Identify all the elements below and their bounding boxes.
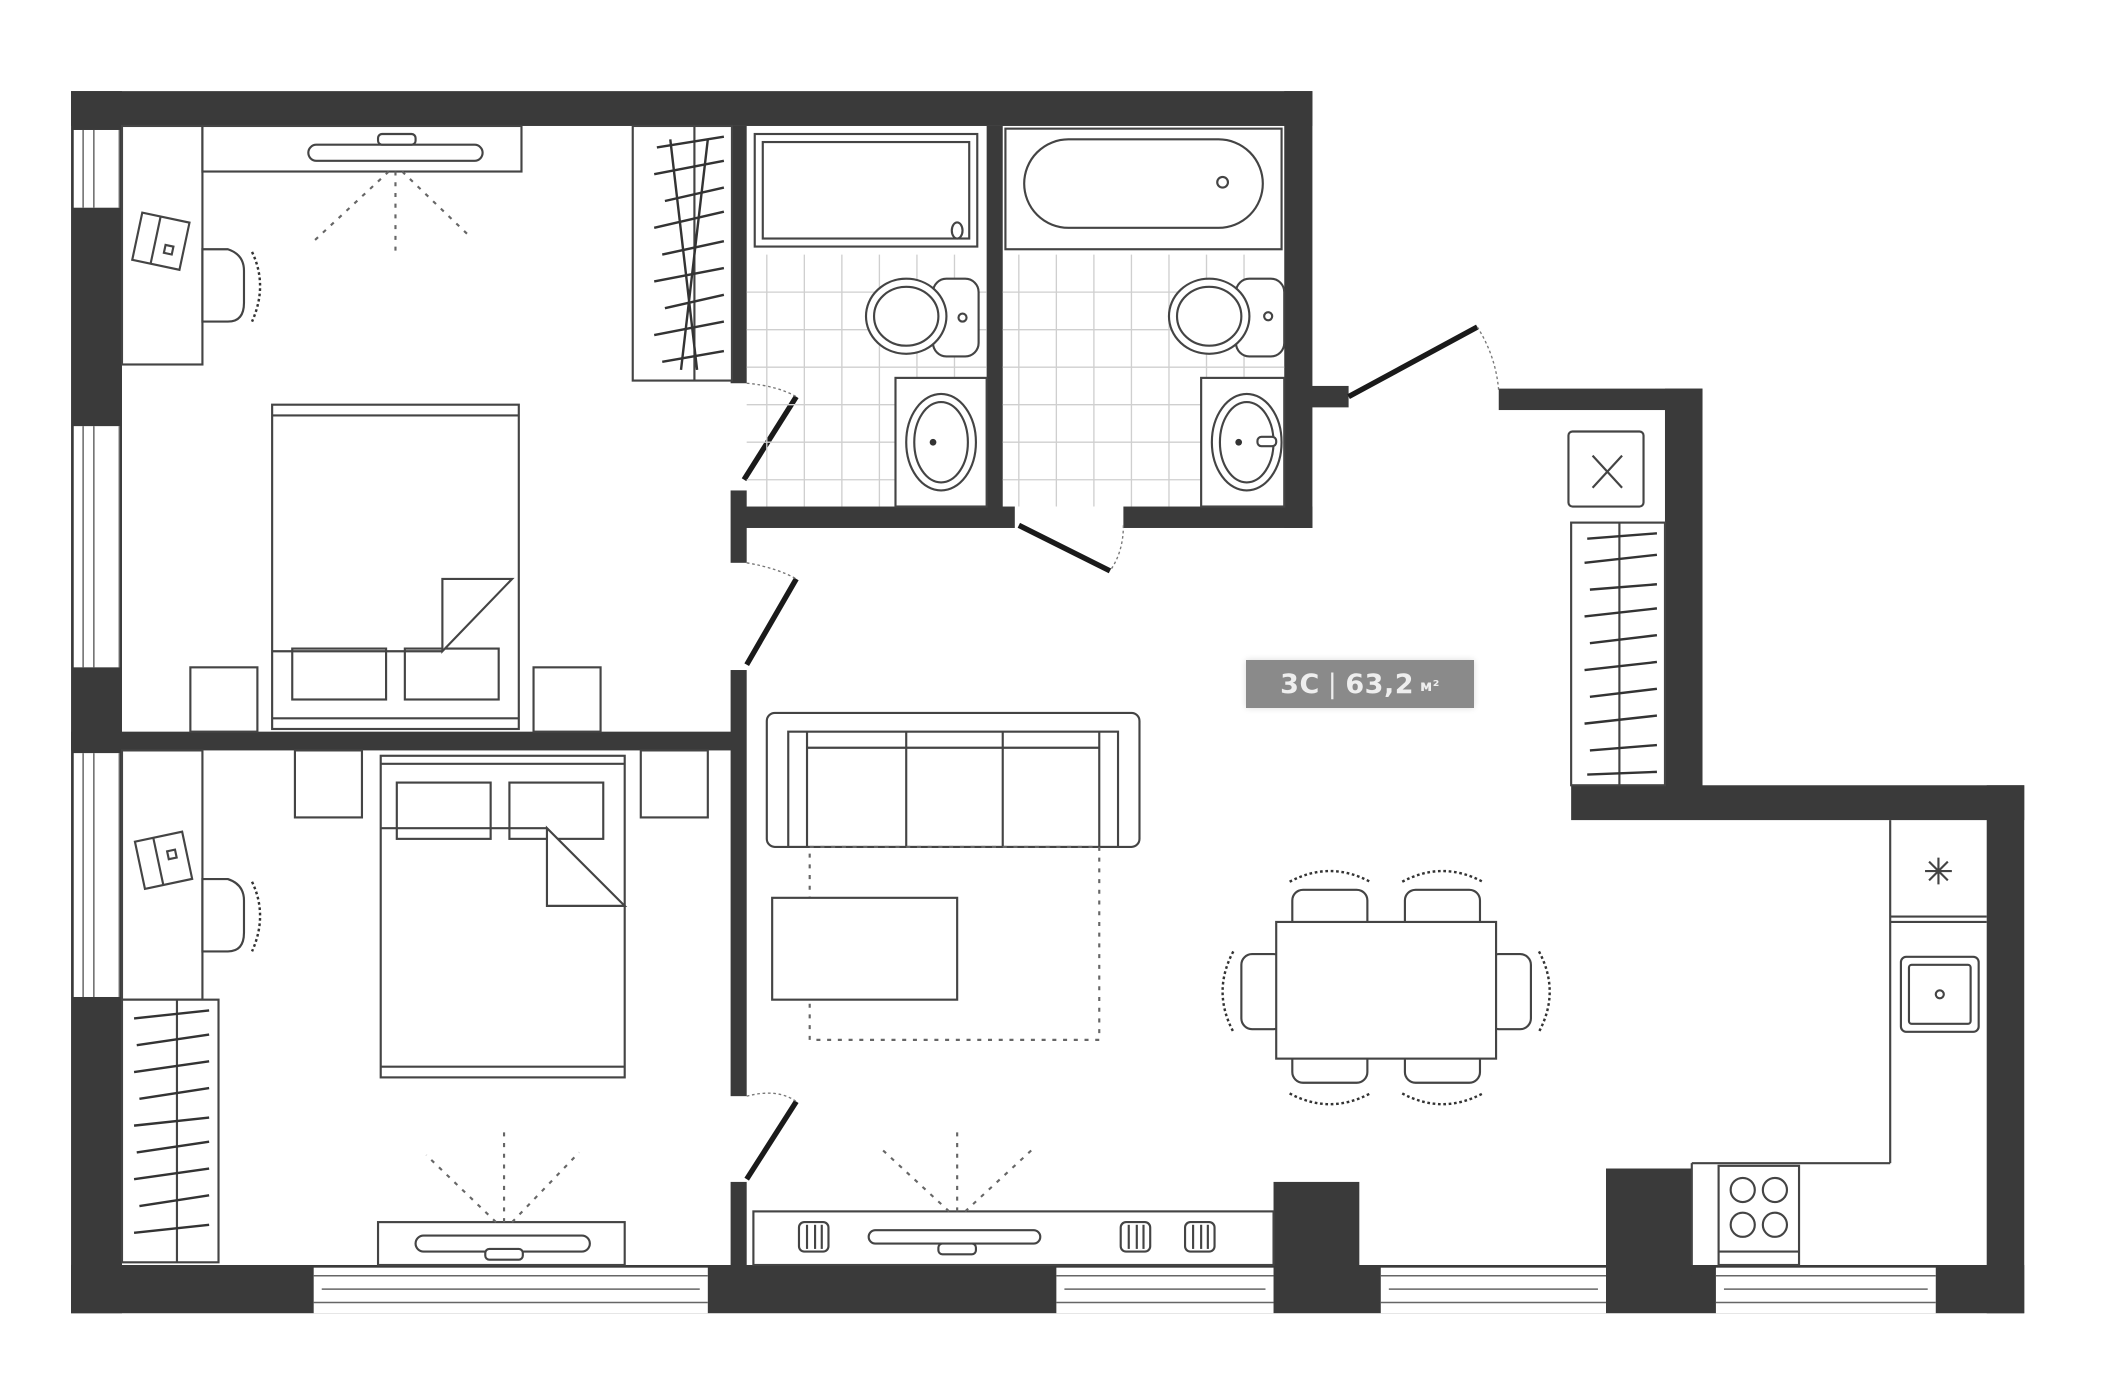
radiator-icon xyxy=(1119,1221,1152,1253)
chair-icon xyxy=(201,877,246,953)
laptop-icon xyxy=(133,830,194,891)
doors xyxy=(741,324,1500,1181)
wardrobe xyxy=(120,998,220,1264)
kitchen xyxy=(1690,820,1987,1267)
dining-table-set xyxy=(1221,869,1551,1106)
bedroom-1 xyxy=(120,124,734,733)
sofa xyxy=(765,711,1141,848)
tv-icon xyxy=(307,143,484,162)
bathroom xyxy=(1002,127,1286,508)
unit-area-label: 3С | 63,2 м² xyxy=(1246,660,1474,708)
nightstand xyxy=(639,749,709,819)
toilet-icon xyxy=(864,277,980,358)
nightstand xyxy=(293,749,364,819)
bedroom-2 xyxy=(120,749,709,1267)
wardrobe xyxy=(1570,521,1667,787)
chair-icon xyxy=(201,248,246,323)
windows xyxy=(73,129,1936,1314)
toilet-icon xyxy=(1167,277,1286,358)
unit-code: 3С xyxy=(1280,668,1320,700)
cooktop-icon xyxy=(1717,1164,1801,1267)
fridge-icon xyxy=(1925,857,1952,885)
living-kitchen xyxy=(752,430,1987,1267)
tv-icon xyxy=(867,1229,1042,1245)
radiator-icon xyxy=(797,1221,830,1253)
nightstand xyxy=(532,666,602,733)
area-unit: м² xyxy=(1420,677,1440,695)
radiator-icon xyxy=(1183,1221,1216,1253)
shower-room xyxy=(746,132,988,508)
unit-area: 63,2 xyxy=(1345,668,1414,700)
dining-table xyxy=(1275,920,1498,1060)
laptop-icon xyxy=(130,211,191,272)
label-separator: | xyxy=(1327,668,1338,700)
sink-icon xyxy=(1899,955,1980,1033)
nightstand xyxy=(189,666,259,733)
washbasin-icon xyxy=(1200,376,1286,508)
washbasin-icon xyxy=(894,376,988,508)
coffee-table xyxy=(771,896,959,1001)
bathtub xyxy=(1023,138,1264,229)
